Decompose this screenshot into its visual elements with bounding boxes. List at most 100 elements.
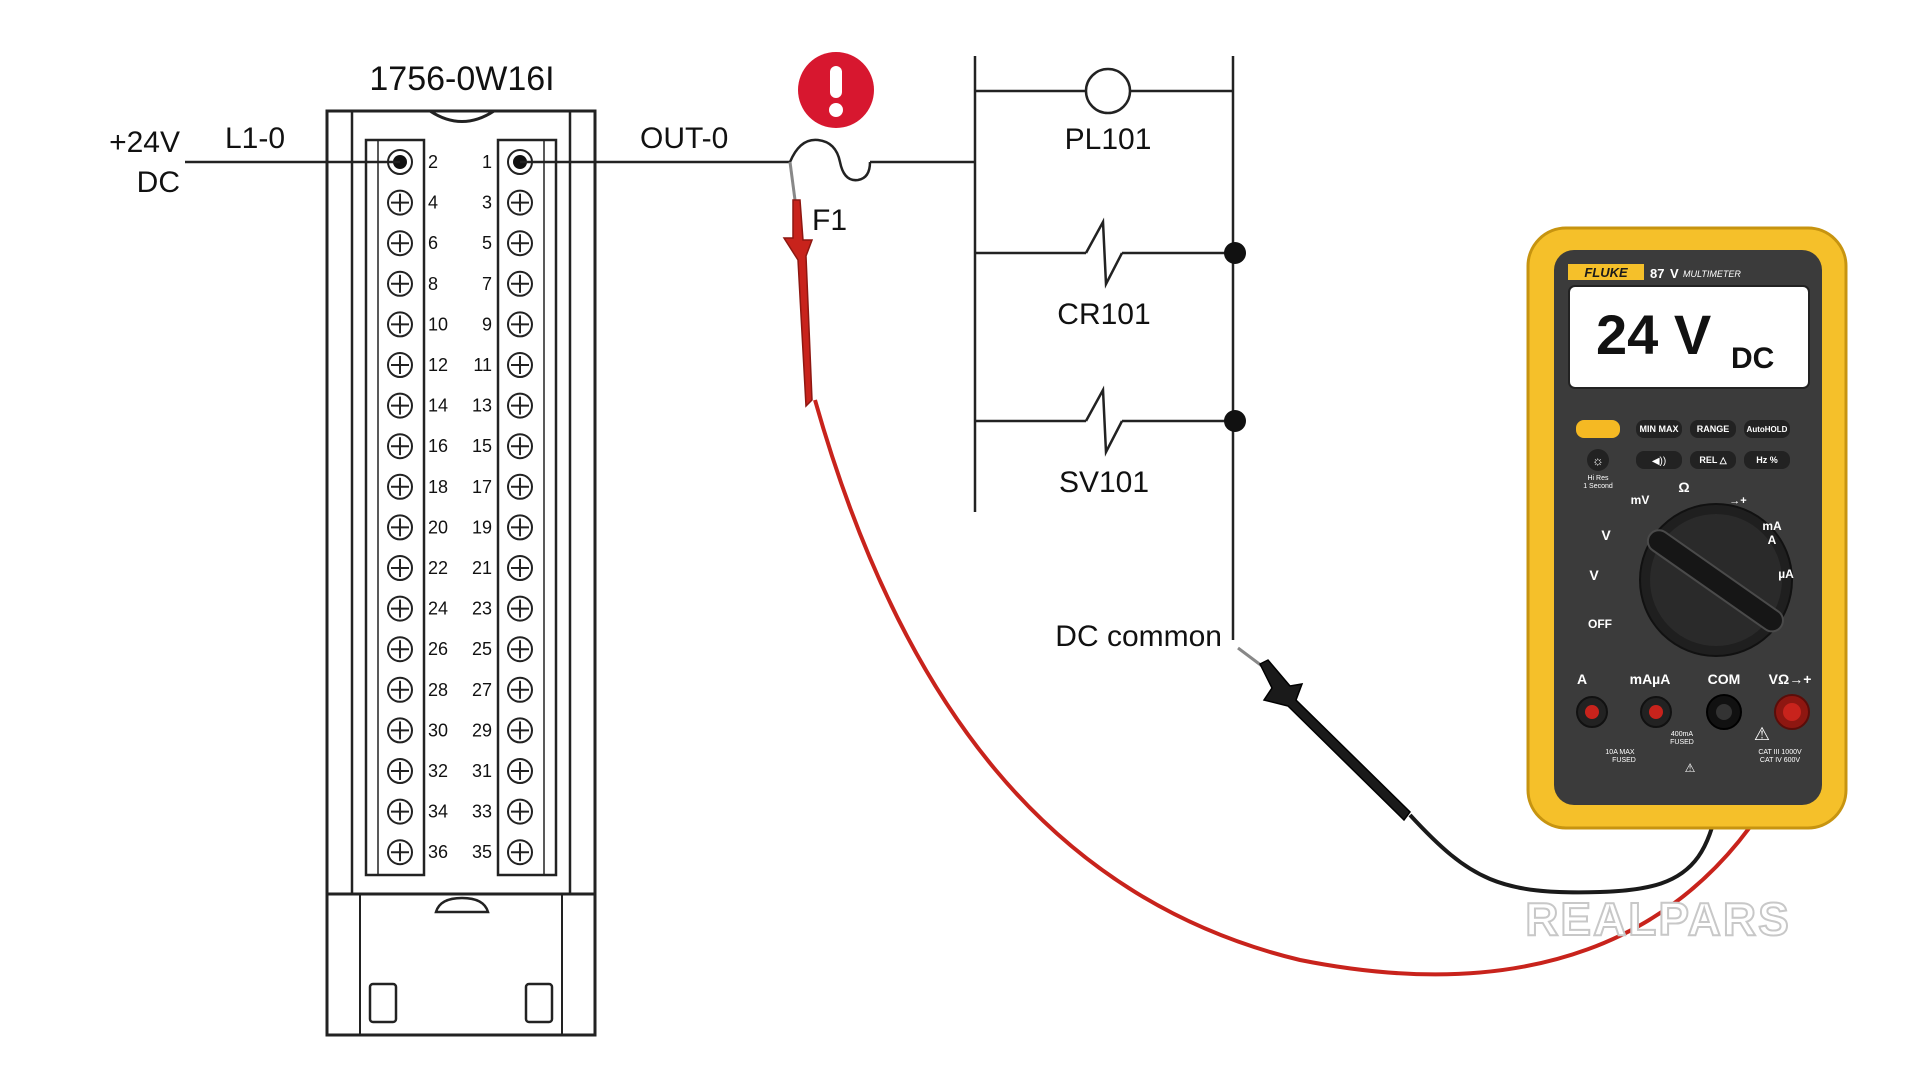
jack-a-label: A xyxy=(1577,671,1587,687)
terminal-number-33: 33 xyxy=(472,802,492,822)
meter-brand-badge xyxy=(1568,264,1644,280)
min-max-button[interactable] xyxy=(1636,420,1682,438)
terminal-screw-27 xyxy=(507,676,533,703)
terminal-screw-14 xyxy=(387,392,413,419)
warning-icon: ⚠ xyxy=(1754,724,1770,744)
terminal-screw-6 xyxy=(387,230,413,257)
terminal-screws: 2468101214161820222426283032343613579111… xyxy=(387,149,533,866)
terminal-number-6: 6 xyxy=(428,233,438,253)
terminal-number-1: 1 xyxy=(482,152,492,172)
rel-button[interactable] xyxy=(1690,451,1736,469)
terminal-screw-10 xyxy=(387,311,413,338)
terminal-number-8: 8 xyxy=(428,274,438,294)
terminal-number-18: 18 xyxy=(428,477,448,497)
terminal-number-24: 24 xyxy=(428,599,448,619)
meter-model-suffix: V xyxy=(1670,266,1679,281)
terminal-screw-4 xyxy=(387,189,413,216)
backlight-button[interactable] xyxy=(1587,449,1609,471)
terminal-number-28: 28 xyxy=(428,680,448,700)
terminal-screw-24 xyxy=(387,595,413,622)
hz-label: Hz % xyxy=(1756,455,1778,465)
jack-ma[interactable] xyxy=(1640,696,1672,728)
output-terminal-label: OUT-0 xyxy=(640,122,728,155)
terminal-number-22: 22 xyxy=(428,558,448,578)
fine-print-10a-2: FUSED xyxy=(1612,757,1636,764)
terminal-number-4: 4 xyxy=(428,193,438,213)
jack-com[interactable] xyxy=(1706,694,1742,730)
terminal-number-14: 14 xyxy=(428,396,448,416)
meter-model: 87 xyxy=(1650,266,1664,281)
jack-v-ohm[interactable] xyxy=(1774,694,1810,730)
dial-off: OFF xyxy=(1588,617,1612,631)
terminal-screw-34 xyxy=(387,798,413,825)
jack-a[interactable] xyxy=(1576,696,1608,728)
supply-voltage-label: +24V xyxy=(109,126,180,159)
terminal-number-13: 13 xyxy=(472,396,492,416)
range-label: RANGE xyxy=(1697,424,1730,434)
fuse-f1-symbol xyxy=(788,138,872,182)
range-button[interactable] xyxy=(1690,420,1736,438)
terminal-screw-9 xyxy=(507,311,533,338)
wiring xyxy=(185,56,1235,640)
fine-print-ma: 400mA xyxy=(1671,731,1694,738)
terminal-screw-28 xyxy=(387,676,413,703)
terminal-screw-19 xyxy=(507,514,533,541)
rotary-dial[interactable] xyxy=(1639,503,1793,657)
terminal-screw-12 xyxy=(387,352,413,378)
terminal-screw-23 xyxy=(507,595,533,622)
fine-print-10a: 10A MAX xyxy=(1605,749,1635,756)
terminal-strip-right xyxy=(496,138,558,877)
cr101-junction-dot xyxy=(1224,242,1246,264)
module-title: 1756-0W16I xyxy=(369,60,554,98)
terminal-screw-5 xyxy=(507,230,533,257)
meter-model-type: MULTIMETER xyxy=(1683,269,1741,279)
beeper-button[interactable] xyxy=(1636,451,1682,469)
terminal-number-30: 30 xyxy=(428,720,448,740)
terminal-number-11: 11 xyxy=(473,355,492,375)
meter-yellow-button[interactable] xyxy=(1576,420,1620,438)
terminal-screw-11 xyxy=(507,352,533,378)
terminal-number-16: 16 xyxy=(428,436,448,456)
terminal-number-20: 20 xyxy=(428,517,448,537)
terminal-number-29: 29 xyxy=(472,720,492,740)
jack-com-label: COM xyxy=(1708,671,1741,687)
hz-button[interactable] xyxy=(1744,451,1790,469)
terminal-screw-7 xyxy=(507,270,533,297)
brand-watermark: REALPARS xyxy=(1525,893,1791,945)
terminal-screw-15 xyxy=(507,433,533,460)
terminal-screw-16 xyxy=(387,433,413,460)
terminal-number-15: 15 xyxy=(472,436,492,456)
terminal-number-25: 25 xyxy=(472,639,492,659)
terminal-number-36: 36 xyxy=(428,842,448,862)
terminal-screw-13 xyxy=(507,392,533,419)
terminal-screw-29 xyxy=(507,717,533,744)
module-slot-left xyxy=(368,982,398,1024)
terminal-number-7: 7 xyxy=(482,274,492,294)
pl101-lamp-symbol xyxy=(1084,67,1132,115)
dial-diode: →+ xyxy=(1729,495,1746,507)
terminal-screw-26 xyxy=(387,636,413,663)
terminal-number-26: 26 xyxy=(428,639,448,659)
terminal-screw-32 xyxy=(387,758,413,784)
backlight-icon: ☼ xyxy=(1592,453,1604,468)
terminal-number-17: 17 xyxy=(472,477,492,497)
terminal-number-32: 32 xyxy=(428,761,448,781)
dial-v-ac: V xyxy=(1589,567,1599,583)
sv101-junction-dot xyxy=(1224,410,1246,432)
module-bottom-tab xyxy=(434,896,490,914)
plc-module: 2468101214161820222426283032343613579111… xyxy=(325,60,597,1037)
terminal-strip-left xyxy=(364,138,426,877)
module-slot-right xyxy=(524,982,554,1024)
dc-common-label: DC common xyxy=(1055,620,1222,653)
autohold-button[interactable] xyxy=(1744,420,1790,438)
fine-print-ma-2: FUSED xyxy=(1670,739,1694,746)
terminal-number-31: 31 xyxy=(472,761,492,781)
terminal-number-27: 27 xyxy=(472,680,492,700)
exclamation-icon xyxy=(798,52,874,128)
terminal-screw-21 xyxy=(507,555,533,581)
terminal-number-23: 23 xyxy=(472,599,492,619)
jack-ma-label: mAµA xyxy=(1630,671,1671,687)
rel-label: REL △ xyxy=(1699,455,1727,465)
